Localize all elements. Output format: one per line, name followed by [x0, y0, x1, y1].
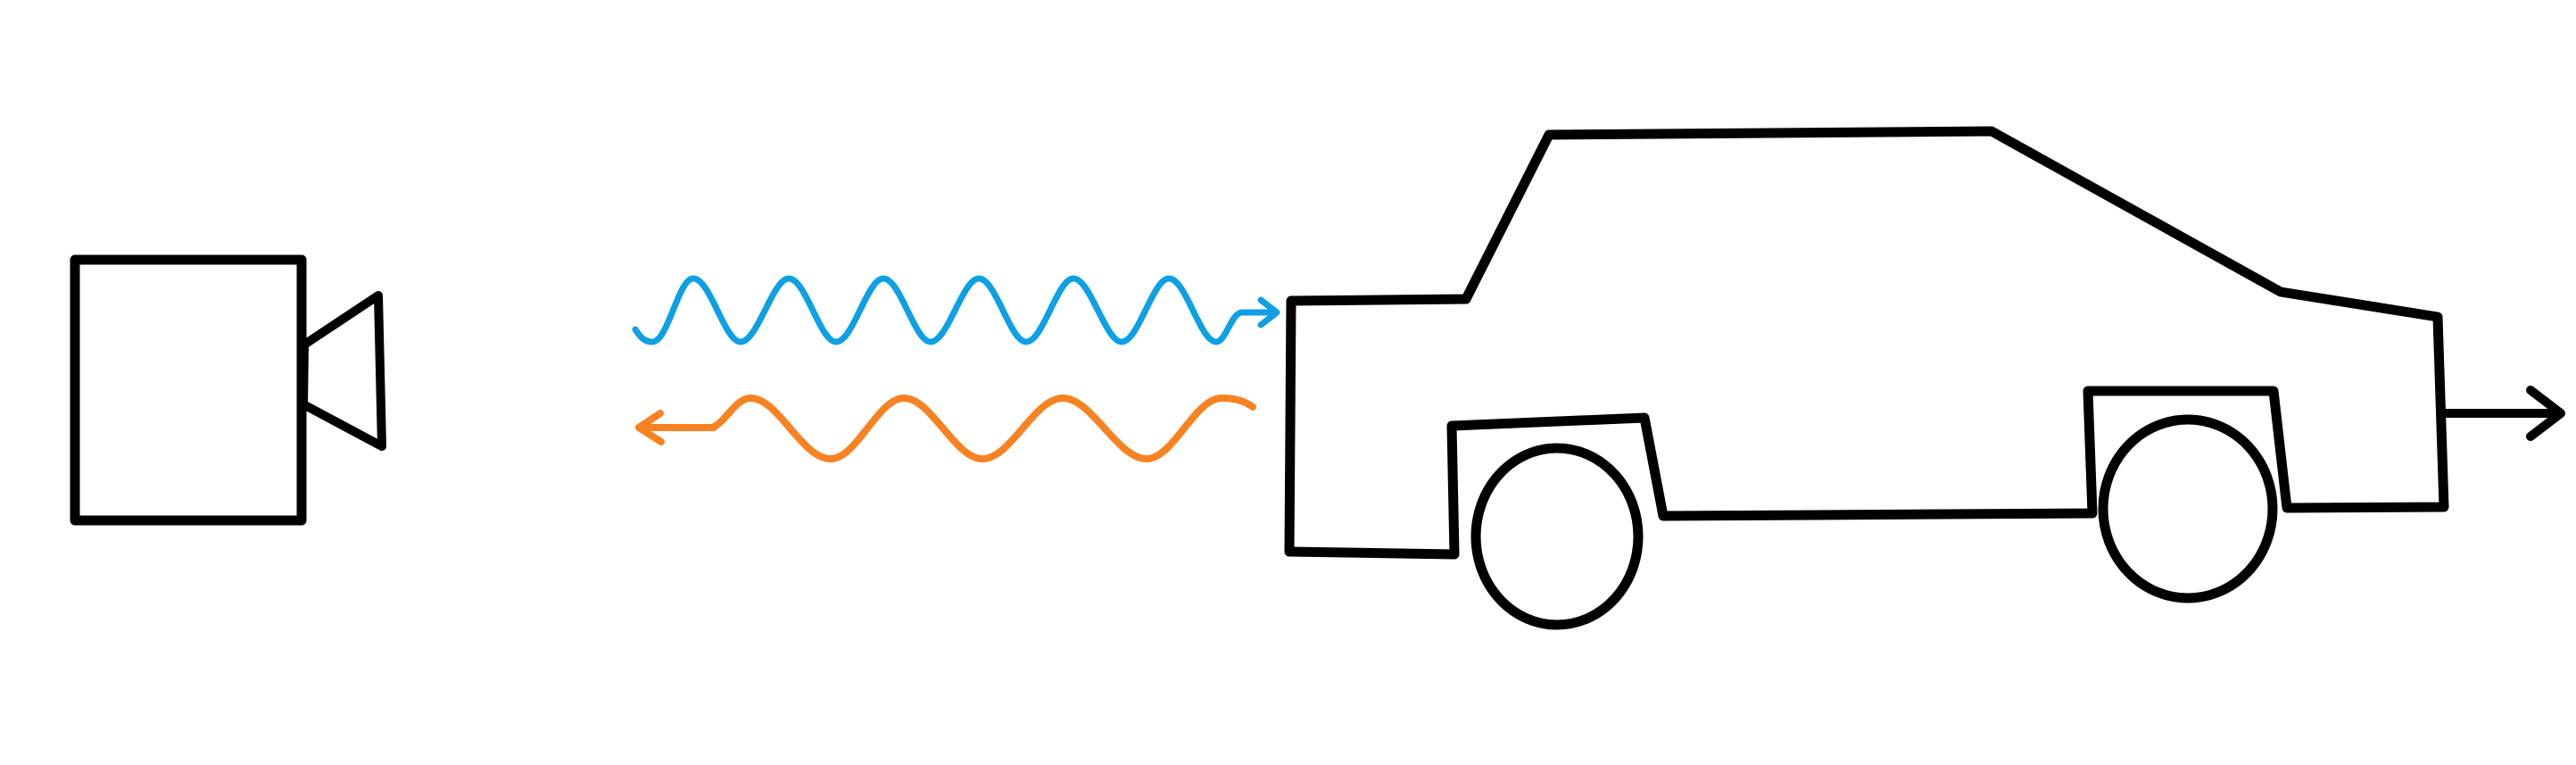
emitted-wave-curve — [632, 275, 1279, 345]
car-motion-arrowhead-icon — [2526, 386, 2565, 441]
radar-gun-lens — [299, 291, 386, 451]
car — [1284, 126, 2565, 630]
car-body-outline — [1284, 126, 2449, 560]
radar-gun — [70, 254, 386, 526]
emitted-wave — [632, 275, 1280, 345]
car-motion-arrow — [2441, 386, 2565, 441]
emitted-wave-arrowhead-icon — [1257, 296, 1280, 328]
reflected-wave-curve — [708, 395, 1256, 462]
car-rear-wheel — [2098, 414, 2278, 603]
reflected-wave — [635, 395, 1256, 462]
reflected-wave-arrowhead-icon — [635, 410, 665, 445]
car-front-wheel — [1470, 443, 1644, 630]
radar-gun-body — [70, 254, 307, 526]
